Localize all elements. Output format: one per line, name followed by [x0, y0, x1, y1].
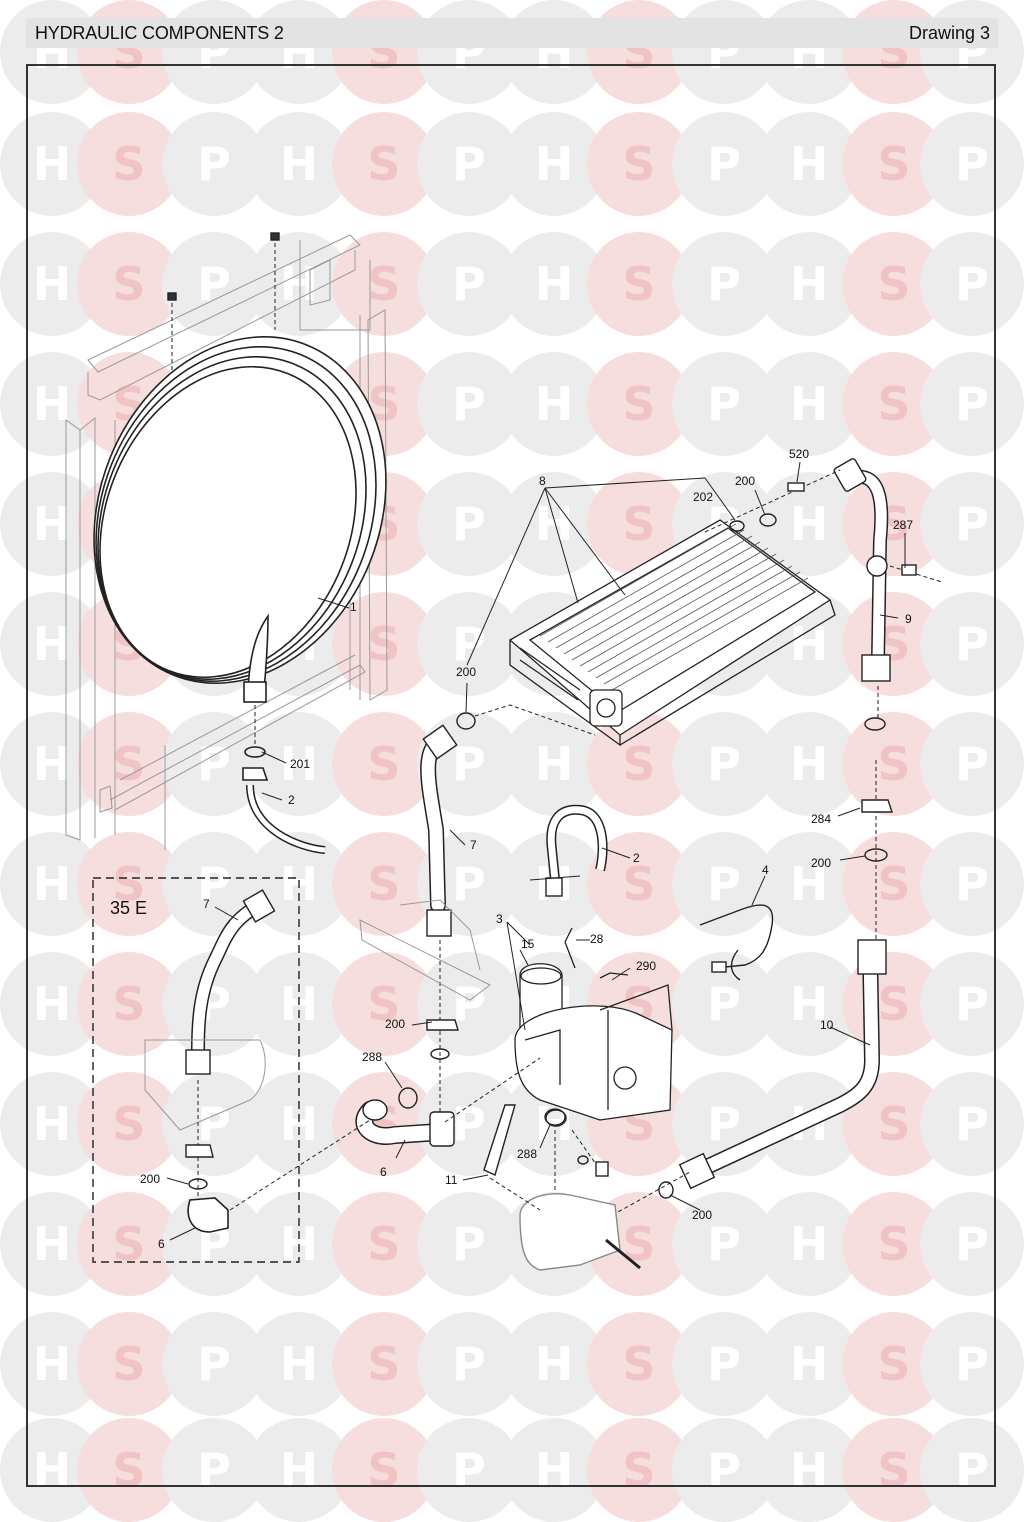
callout-15: 15	[521, 937, 535, 951]
callout-200-inset: 200	[140, 1172, 161, 1186]
callout-7-inset: 7	[203, 897, 210, 911]
circulating-pump	[514, 927, 673, 1126]
callout-200-c: 200	[811, 856, 832, 870]
callout-200: 200	[735, 474, 756, 488]
leader-lines	[166, 461, 906, 1241]
elbow-pipe-6	[355, 1019, 459, 1147]
page-header: HYDRAULIC COMPONENTS 2 Drawing 3	[26, 18, 998, 48]
drawing-frame	[26, 64, 996, 1487]
return-pipe-10	[599, 760, 893, 1223]
pump-base-panel	[359, 899, 491, 1001]
callout-288-b: 288	[517, 1147, 538, 1161]
callout-10: 10	[820, 1018, 834, 1032]
callout-287: 287	[893, 518, 914, 532]
callout-7: 7	[470, 838, 477, 852]
pump-cable-4	[699, 904, 774, 981]
callout-288: 288	[362, 1050, 383, 1064]
drawing-number: Drawing 3	[908, 23, 990, 43]
return-pipe-7	[420, 704, 596, 1115]
callout-200-d: 200	[385, 1017, 406, 1031]
callout-4: 4	[762, 863, 769, 877]
heat-exchanger	[508, 519, 836, 747]
callout-28: 28	[590, 932, 604, 946]
inset-35e	[92, 877, 371, 1263]
callout-8: 8	[539, 474, 546, 488]
callout-3: 3	[496, 912, 503, 926]
callout-284: 284	[811, 812, 832, 826]
callout-11: 11	[445, 1173, 458, 1187]
callout-9: 9	[905, 612, 912, 626]
sensor-and-washers-top	[704, 469, 841, 533]
callout-6-inset: 6	[158, 1237, 165, 1251]
callout-520: 520	[789, 447, 810, 461]
page-title: HYDRAULIC COMPONENTS 2	[35, 23, 284, 43]
callout-2-b: 2	[633, 851, 640, 865]
callout-201: 201	[290, 757, 311, 771]
callout-2: 2	[288, 793, 295, 807]
callout-290: 290	[636, 959, 657, 973]
callout-1: 1	[350, 600, 357, 614]
callout-200-e: 200	[692, 1208, 713, 1222]
callout-200-b: 200	[456, 665, 477, 679]
bypass-pipe-2	[529, 804, 608, 897]
callout-6: 6	[380, 1165, 387, 1179]
expansion-vessel	[93, 336, 387, 854]
inset-label: 35 E	[110, 898, 148, 918]
bracket-and-valve	[444, 1057, 641, 1271]
callout-202: 202	[693, 490, 714, 504]
flow-pipe-9	[833, 458, 943, 731]
